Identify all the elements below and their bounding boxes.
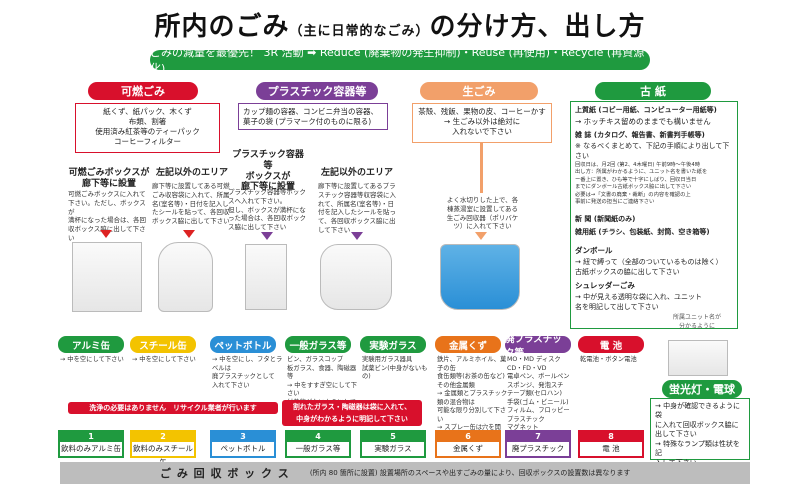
bin-number: 6 (437, 432, 499, 442)
title-small: （主に日常的なごみ） (289, 24, 430, 39)
bin-number: 8 (580, 432, 642, 442)
category-label: 実験ガラス (360, 336, 426, 353)
plastic-left-text: プラスチック容器等ボック スへ入れて下さい。 但し、ボックスが満杯にな った場合… (228, 188, 306, 232)
paper-s2a: ※ なるべくまとめて、下記の手順により出して下さい (575, 142, 730, 160)
burnable-bag-photo (158, 242, 213, 312)
category-note: 乾電池・ボタン電池 (580, 356, 637, 363)
category-label: 廃プラスチック等 (505, 334, 571, 359)
title-part-1: 所内のごみ (154, 12, 290, 42)
box-label: 所属ユニット名が 分かるように (672, 314, 721, 330)
category-label: 電 池 (578, 336, 644, 353)
bin-label: 金属くず (453, 444, 483, 453)
collection-bin: 6 金属くず (435, 430, 501, 458)
bin-label: 廃プラスチック (511, 444, 565, 453)
burnable-right-title: 左記以外のエリア (155, 168, 228, 178)
bin-label: 一般ガラス等 (295, 444, 341, 453)
paper-s6a: → 中が見える透明な袋に入れ、ユニット 名を明記して出して下さい (575, 293, 702, 311)
category-note: → 中を空にして下さい (132, 356, 196, 363)
paper-s5: ダンボール (575, 246, 613, 255)
red-note-2: 割れたガラス・陶磁器は袋に入れて、 中身がわかるように明記して下さい (282, 400, 422, 426)
paper-s1a: → ホッチキス留めのままでも構いません (575, 117, 711, 126)
footer-note: (所内 80 箇所に設置) 設置場所のスペースや出すごみの量により、回収ボックス… (309, 469, 631, 477)
collection-bin: 7 廃プラスチック (505, 430, 571, 458)
collection-bin: 8 電 池 (578, 430, 644, 458)
burnable-label: 可燃ごみ (88, 82, 198, 100)
bin-label: 飲料のみアルミ缶 (61, 444, 121, 453)
plastic-box-photo (245, 244, 287, 310)
category-label: スチール缶 (130, 336, 196, 353)
bin-label: ペットボトル (220, 444, 266, 453)
cardboard-box-photo (668, 340, 728, 376)
collection-bin: 2飲料のみスチール缶 (130, 430, 196, 467)
collection-bin: 3 ペットボトル (210, 430, 276, 458)
paper-s1: 上質紙 (コピー用紙、コンピューター用紙等) (575, 106, 717, 114)
kitchen-label: 生ごみ (420, 82, 538, 100)
burnable-right-text: 廊下等に設置してある可燃 ごみ収容袋に入れて、所属 名(室名等)・日付を記入し … (152, 182, 230, 226)
arrow-down-icon (351, 232, 363, 240)
arrow-down-icon (100, 230, 112, 238)
collection-bin: 1 飲料のみアルミ缶 (58, 430, 124, 458)
paper-panel: 上質紙 (コピー用紙、コンピューター用紙等) → ホッチキス留めのままでも構いま… (570, 101, 738, 329)
bulb-label: 蛍光灯・電球 (662, 380, 742, 398)
arrow-down-icon (475, 232, 487, 240)
bin-number: 2 (132, 432, 194, 442)
category-note: 実験用ガラス器具 試薬ビン(中身がないもの) (362, 356, 428, 380)
paper-s6: シュレッダーごみ (575, 281, 635, 290)
paper-label: 古 紙 (595, 82, 711, 100)
kitchen-items: 茶殻、残飯、果物の皮、コーヒーかす → 生ごみ以外は絶対に 入れないで下さい (412, 103, 552, 143)
category-label: アルミ缶 (58, 336, 124, 353)
paper-s2b: 回収日は、月2回 (第2、4木曜日) 午前9時～午後4時 出し方：所属がわかるよ… (575, 162, 708, 206)
bin-number: 5 (362, 432, 424, 442)
kitchen-text: よく水切りした上で、各 棟蒸湯室に設置してある 生ごみ回収器（ポリバケ ツ）に入… (446, 196, 519, 231)
paper-s3: 新 聞 (新聞紙のみ) (575, 215, 636, 223)
category-note: MO・MD ディスク CD・FD・VD 電卓ペン、ボールペン スポンジ、発泡スチ… (507, 356, 570, 440)
title-part-2: の分け方、出し方 (429, 12, 646, 42)
collection-bin: 5 実験ガラス (360, 430, 426, 458)
footer-title: ご み 回 収 ボ ッ ク ス (160, 467, 290, 480)
category-note: 鉄片、アルミホイル、菓子の缶 食缶類等(お茶の缶など) その他金属類 → 金属類… (437, 356, 508, 440)
burnable-box-photo (72, 242, 142, 312)
burnable-left-title: 可燃ごみボックスが 廊下等に設置 (68, 168, 150, 189)
burnable-left-text: 可燃ごみボックスに入れて 下さい。ただし、ボックスが 満杯になった場合は、各回 … (68, 190, 146, 242)
category-label: ペットボトル (210, 336, 276, 353)
kitchen-connector (480, 143, 483, 193)
reduce-banner: ごみの減量を最優先！ 3R 活動 ➡ Reduce (廃棄物の発生抑制)・Reu… (150, 46, 650, 75)
paper-s2: 雑 誌 (カタログ、報告書、新書判手帳等) (575, 131, 705, 139)
bin-number: 7 (507, 432, 569, 442)
plastic-bag-photo (320, 244, 392, 310)
paper-s5a: → 紐で縛って（全部のついているものは除く） 古紙ボックスの脇に出して下さい (575, 258, 723, 276)
plastic-label: プラスチック容器等 (256, 82, 378, 100)
bulb-text: → 中身が確認できるように袋 に入れて回収ボックス脇に 出して下さい → 特殊な… (650, 398, 750, 467)
bin-number: 3 (212, 432, 274, 442)
bin-number: 4 (287, 432, 349, 442)
burnable-items: 紙くず、紙パック、木くず 布類、割箸 使用済み紅茶等のティーパック コーヒーフィ… (75, 103, 220, 153)
plastic-items: カップ麺の容器、コンビニ弁当の容器、 菓子の袋 (プラマーク付のものに限る) (238, 103, 388, 130)
red-note-1: 洗浄の必要はありません リサイクル業者が行います (68, 402, 278, 414)
category-note: → 中を空にし、フタとラベルは 廃プラスチックとして 入れて下さい (212, 356, 283, 389)
arrow-down-icon (261, 232, 273, 240)
plastic-left-title: プラスチック容器等 ボックスが 廊下等に設置 (232, 150, 304, 193)
footer-bar: ご み 回 収 ボ ッ ク ス (所内 80 箇所に設置) 設置場所のスペースや… (60, 462, 750, 484)
bin-label: 実験ガラス (374, 444, 412, 453)
page-title: 所内のごみ（主に日常的なごみ）の分け方、出し方 (0, 6, 800, 43)
arrow-down-icon (183, 230, 195, 238)
category-label: 一般ガラス等 (285, 336, 351, 353)
bin-label: 電 池 (602, 444, 620, 453)
plastic-right-title: 左記以外のエリア (320, 168, 393, 178)
plastic-right-text: 廊下等に設置してあるプラ スチック容器等収容袋に入 れて、所属名(室名等)・日 … (318, 182, 396, 234)
kitchen-bucket-photo (440, 244, 520, 310)
category-note: → 中を空にして下さい (60, 356, 124, 363)
collection-bin: 4 一般ガラス等 (285, 430, 351, 458)
bin-number: 1 (60, 432, 122, 442)
category-label: 金属くず (435, 336, 501, 353)
paper-s4: 雑用紙 (チラシ、包装紙、封筒、空き箱等) (575, 228, 710, 236)
